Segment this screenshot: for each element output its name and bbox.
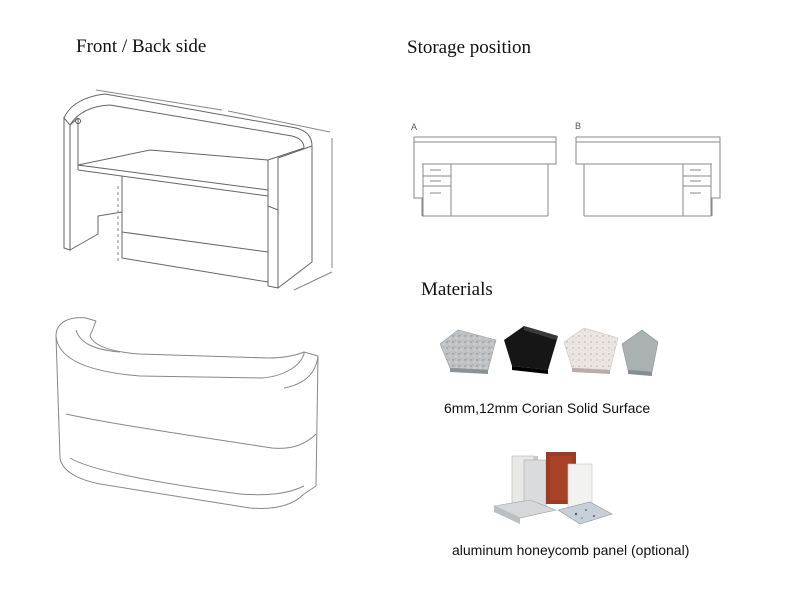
- black-sample: [504, 326, 558, 374]
- honeycomb-caption: aluminum honeycomb panel (optional): [452, 542, 690, 558]
- speckled-grey-sample: [439, 329, 497, 374]
- honeycomb-panel-samples: [492, 452, 613, 525]
- plan-b-label: B: [575, 121, 582, 131]
- granite-panel: [557, 501, 613, 525]
- speckled-white-sample: [563, 327, 619, 374]
- corian-caption: 6mm,12mm Corian Solid Surface: [444, 400, 651, 416]
- corian-samples: [439, 326, 659, 376]
- plan-a-label: A: [411, 122, 418, 132]
- honeycomb-cross-section: [492, 499, 558, 524]
- grey-sample: [621, 329, 659, 376]
- storage-position-heading: Storage position: [407, 37, 532, 58]
- front-back-heading: Front / Back side: [76, 36, 207, 57]
- materials-heading: Materials: [421, 279, 493, 300]
